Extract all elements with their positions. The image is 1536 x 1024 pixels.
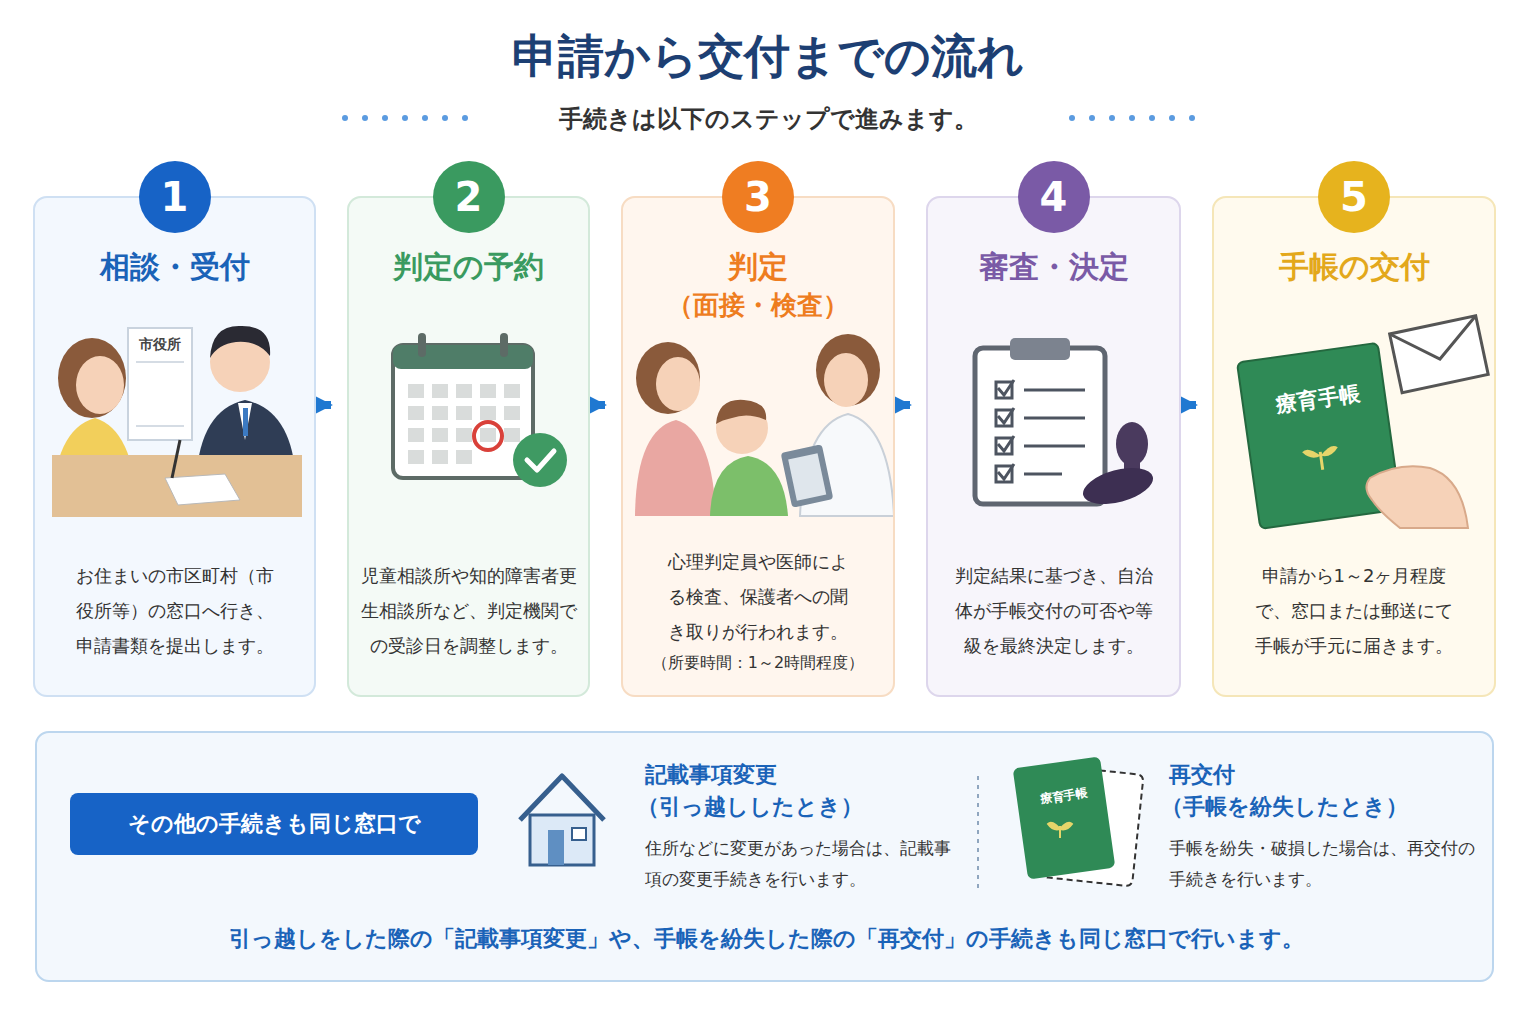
step-text: 児童相談所や知的障害者更生相談所など、判定機関での受診日を調整します。 [357,558,580,663]
section-text: 手帳を紛失・破損した場合は、再交付の手続きを行います。 [1169,833,1489,895]
sign-text: 市役所 [130,336,190,354]
subtitle: 手続きは以下のステップで進みます。 [0,103,1536,135]
step-text: 心理判定員や医師による検査、保護者への聞き取りが行われます。 [638,544,878,649]
handbook-illustration [1237,316,1488,529]
section-heading: 再交付 [1169,759,1489,791]
step-text: お住まいの市区町村（市役所等）の窓口へ行き、申請書類を提出します。 [55,558,295,663]
step-heading: 手帳の交付 [1214,248,1494,286]
interview-illustration [635,334,894,516]
section-heading: （引っ越ししたとき） [637,791,967,823]
step-note: （所要時間：1～2時間程度） [652,649,864,677]
counter-illustration [52,326,302,517]
step-box: 3判定（面接・検査）心理判定員や医師による検査、保護者への聞き取りが行われます。… [621,196,895,697]
step-body: 申請から1～2ヶ月程度で、窓口または郵送にて手帳が手元に届きます。 [1222,533,1486,687]
step-text: 申請から1～2ヶ月程度で、窓口または郵送にて手帳が手元に届きます。 [1234,558,1474,663]
footer-note: 引っ越しをした際の「記載事項変更」や、手帳を紛失した際の「再交付」の手続きも同じ… [37,923,1496,955]
pill-button: その他の手続きも同じ窓口で [70,793,478,855]
title: 申請から交付までの流れ [0,26,1536,86]
info-panel: 記載事項変更（引っ越ししたとき） 住所などに変更があった場合は、記載事項の変更手続… [35,731,1494,982]
step-body: 児童相談所や知的障害者更生相談所など、判定機関での受診日を調整します。 [357,533,580,687]
flow-arrow [318,401,331,409]
button-text: その他の手続きも同じ窓口で [128,809,421,839]
step-text: 判定結果に基づき、自治体が手帳交付の可否や等級を最終決定します。 [936,558,1171,663]
step-box: 4審査・決定判定結果に基づき、自治体が手帳交付の可否や等級を最終決定します。 [926,196,1181,697]
flow-arrow [592,401,605,409]
section-heading: 記載事項変更 [645,759,965,791]
booklet-icon [1013,756,1144,886]
step-heading: 判定の予約 [349,248,588,286]
calendar-icon [393,333,567,487]
step-number: 4 [1018,161,1090,233]
step-box: 2判定の予約児童相談所や知的障害者更生相談所など、判定機関での受診日を調整します… [347,196,590,697]
box-fills [33,196,1496,982]
step-box: 5手帳の交付申請から1～2ヶ月程度で、窓口または郵送にて手帳が手元に届きます。 [1212,196,1496,697]
step-number: 3 [722,161,794,233]
step-number: 5 [1318,161,1390,233]
step-body: 心理判定員や医師による検査、保護者への聞き取りが行われます。（所要時間：1～2時… [631,533,885,687]
section-heading: （手帳を紛失したとき） [1161,791,1491,823]
step-body: 判定結果に基づき、自治体が手帳交付の可否や等級を最終決定します。 [936,533,1171,687]
step-subheading: （面接・検査） [623,288,893,322]
separator [977,776,979,890]
flow-arrow [897,401,910,409]
step-box: 1相談・受付お住まいの市区町村（市役所等）の窓口へ行き、申請書類を提出します。 [33,196,316,697]
step-heading: 審査・決定 [928,248,1179,286]
step-body: お住まいの市区町村（市役所等）の窓口へ行き、申請書類を提出します。 [43,533,306,687]
section-text: 住所などに変更があった場合は、記載事項の変更手続きを行います。 [645,833,965,895]
step-heading: 判定 [623,248,893,286]
step-number: 2 [433,161,505,233]
house-icon [520,776,604,865]
step-heading: 相談・受付 [35,248,314,286]
checklist-icon [975,338,1157,511]
step-number: 1 [139,161,211,233]
flow-arrow [1183,401,1196,409]
